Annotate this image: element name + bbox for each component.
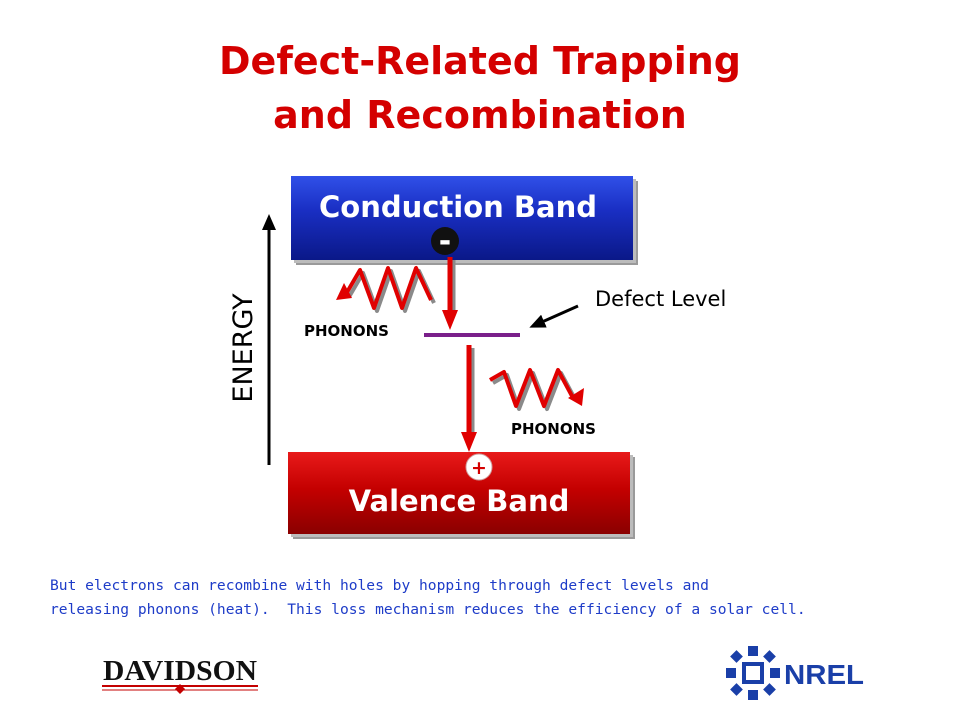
nrel-logo: NREL bbox=[726, 646, 864, 700]
slide-title: Defect-Related Trapping and Recombinatio… bbox=[0, 34, 960, 142]
defect-level-label: Defect Level bbox=[595, 287, 727, 311]
caption-line-1: But electrons can recombine with holes b… bbox=[50, 577, 709, 594]
phonon-wave-upper bbox=[336, 266, 436, 313]
energy-axis-label: ENERGY bbox=[228, 293, 259, 403]
electron-capture-arrow bbox=[442, 257, 458, 330]
defect-pointer-arrow bbox=[529, 304, 579, 328]
slide-title-line-2: and Recombination bbox=[273, 93, 687, 137]
nrel-emblem-icon bbox=[726, 646, 780, 700]
davidson-logo-text: DAVIDSON bbox=[103, 656, 257, 687]
conduction-band-label: Conduction Band bbox=[319, 190, 597, 224]
electron-symbol: - bbox=[439, 224, 451, 259]
hole-symbol: + bbox=[471, 457, 487, 479]
slide-title-line-1: Defect-Related Trapping bbox=[219, 39, 741, 83]
phonons-label-lower: PHONONS bbox=[511, 420, 596, 438]
davidson-logo: DAVIDSON bbox=[102, 656, 258, 694]
hole-recombination-arrow bbox=[461, 345, 477, 452]
hole-particle: + bbox=[465, 453, 493, 481]
energy-axis-arrow bbox=[262, 214, 276, 465]
valence-band: Valence Band bbox=[288, 452, 630, 534]
conduction-band: Conduction Band bbox=[291, 176, 633, 260]
electron-particle: - bbox=[431, 224, 459, 259]
phonons-label-upper: PHONONS bbox=[304, 322, 389, 340]
caption-line-2: releasing phonons (heat). This loss mech… bbox=[50, 601, 806, 618]
phonon-wave-lower bbox=[489, 368, 584, 411]
nrel-logo-text: NREL bbox=[784, 659, 864, 690]
valence-band-label: Valence Band bbox=[348, 484, 570, 518]
caption-text: But electrons can recombine with holes b… bbox=[50, 574, 930, 622]
